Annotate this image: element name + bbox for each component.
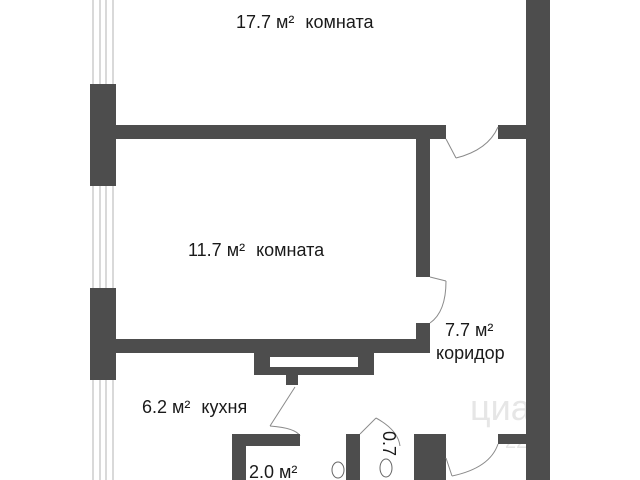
svg-text:17.7 м² комната: 17.7 м² комната <box>236 12 374 32</box>
door-room-11 <box>429 276 447 324</box>
svg-text:6.2 м² кухня: 6.2 м² кухня <box>142 397 247 417</box>
room-name: комната <box>305 12 374 32</box>
wall-room-11-right <box>416 139 430 339</box>
window-bottom <box>92 380 114 480</box>
room-name: коридор <box>436 343 505 363</box>
svg-text:11.7 м² комната: 11.7 м² комната <box>188 240 325 260</box>
right-exterior-wall <box>526 0 550 480</box>
wall-upper-partition <box>116 125 526 139</box>
bathroom-walls <box>232 434 526 480</box>
room-name: комната <box>256 240 325 260</box>
door-entrance <box>445 443 499 477</box>
left-exterior-wall <box>90 84 116 380</box>
room-area: 2.0 м² <box>249 462 297 480</box>
room-label-17-7: 17.7 м² комната <box>236 12 374 32</box>
sink-icon <box>331 461 345 479</box>
room-label-kitchen: 6.2 м² кухня <box>142 397 247 417</box>
room-label-toilet: 0.7 <box>379 431 399 456</box>
room-area: 17.7 м² <box>236 12 294 32</box>
room-area: 6.2 м² <box>142 397 190 417</box>
wall-lower-partition <box>116 339 430 385</box>
door-kitchen <box>269 386 301 437</box>
door-bathroom <box>359 417 401 447</box>
room-label-bathroom: 2.0 м² <box>249 462 297 480</box>
toilet-icon <box>379 458 393 478</box>
room-area: 11.7 м² <box>188 240 245 260</box>
room-area: 0.7 <box>379 431 399 456</box>
window-middle <box>92 186 114 288</box>
room-label-corridor: 7.7 м² коридор <box>436 320 505 363</box>
window-top <box>92 0 114 84</box>
room-label-11-7: 11.7 м² комната <box>188 240 325 260</box>
door-room-17 <box>445 126 499 159</box>
room-area: 7.7 м² <box>445 320 493 340</box>
bathroom-fixtures <box>331 458 393 479</box>
room-name: кухня <box>201 397 247 417</box>
